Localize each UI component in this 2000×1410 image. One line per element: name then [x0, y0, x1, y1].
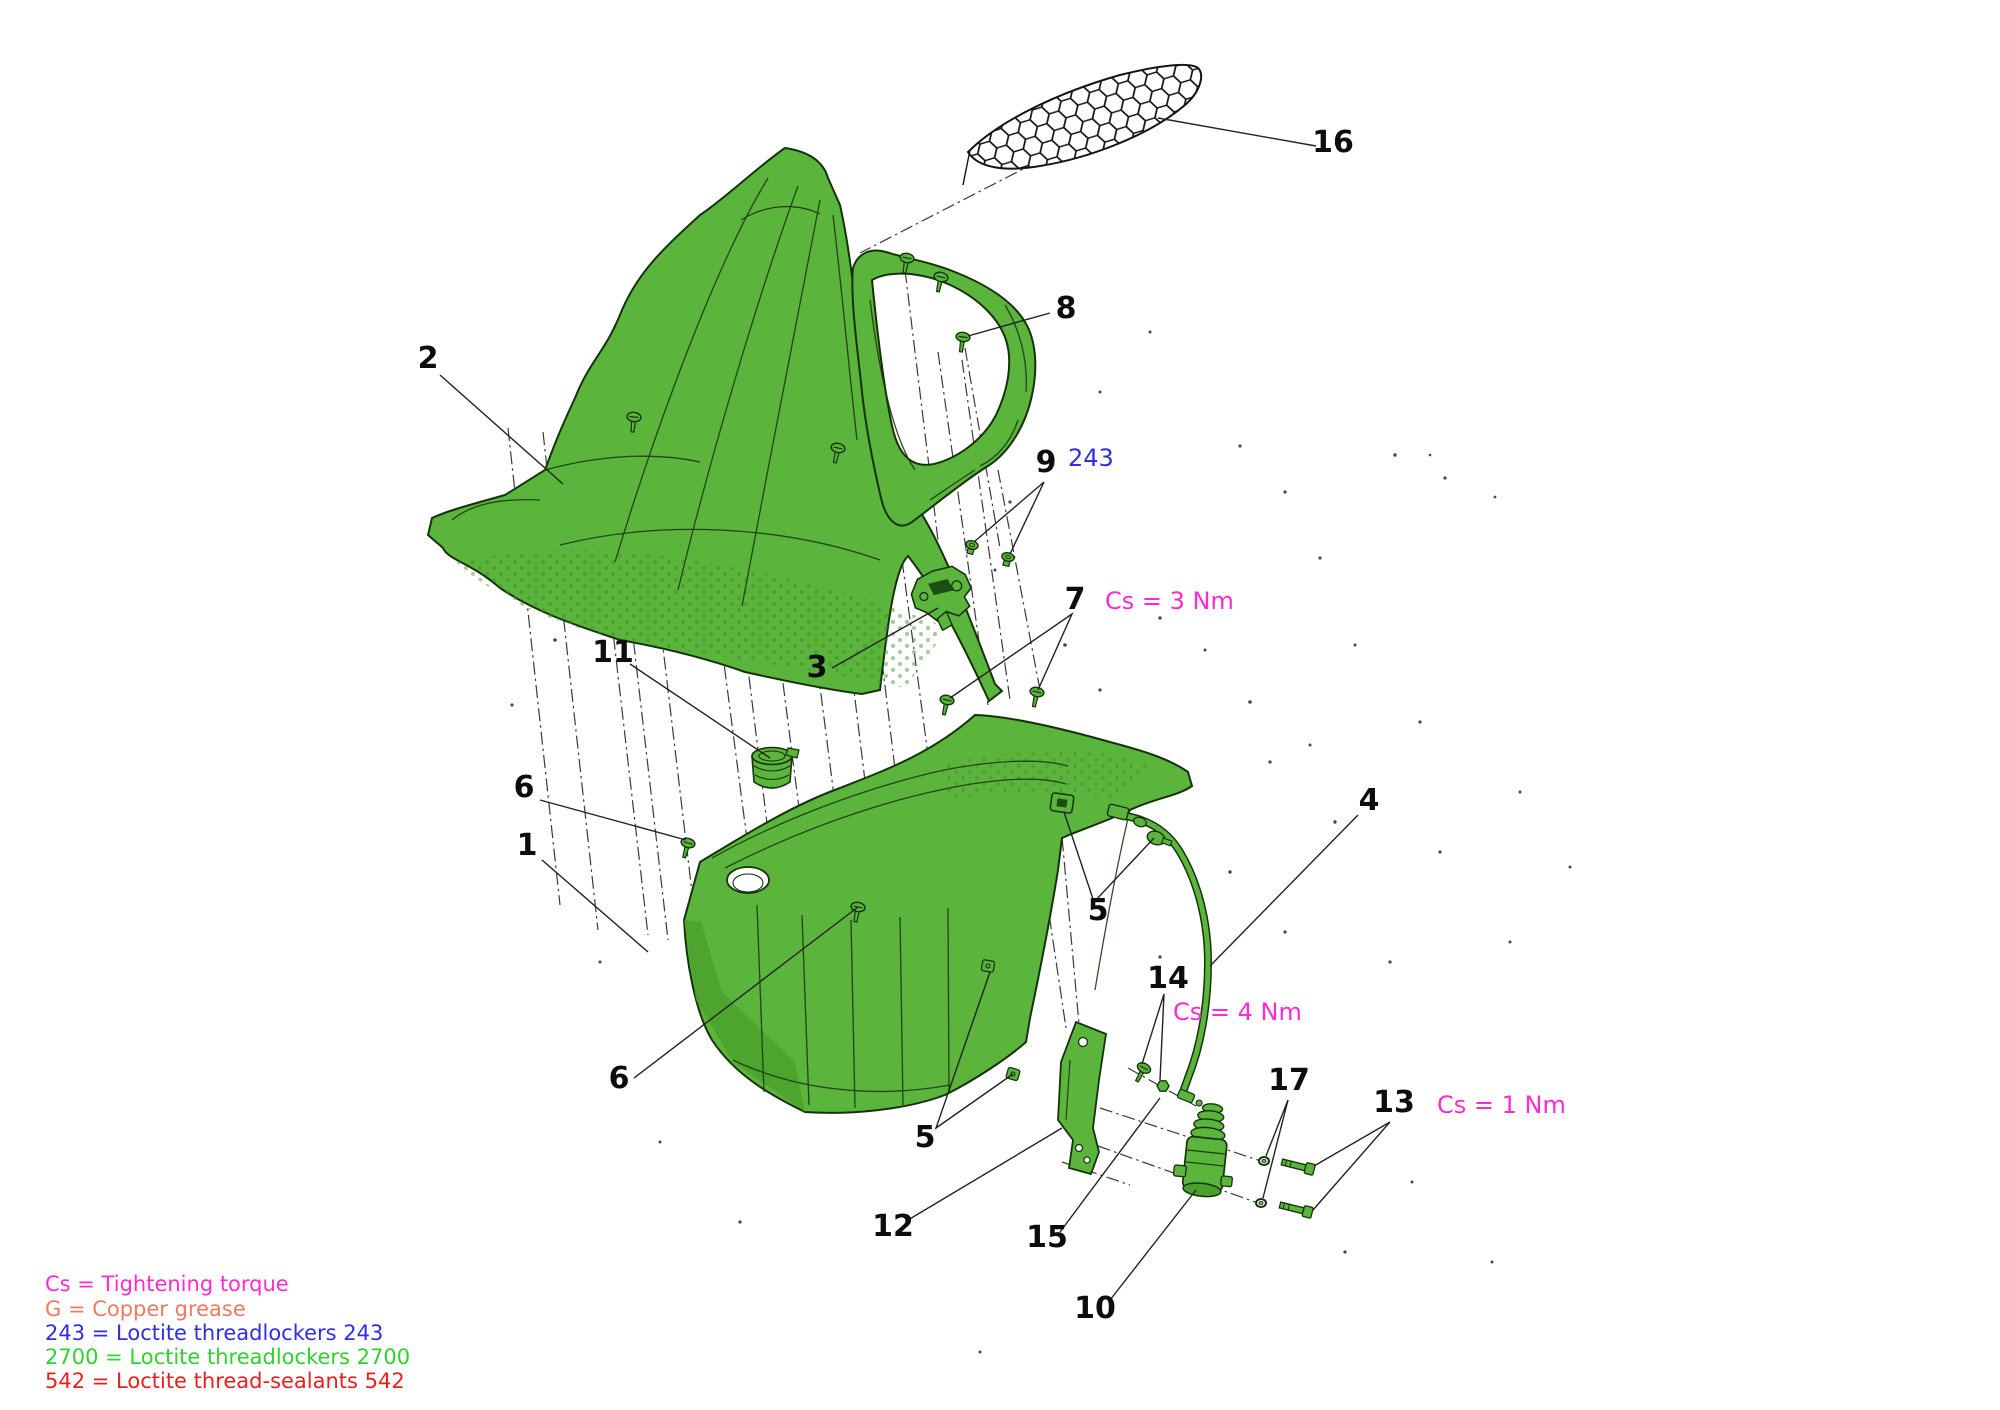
leader-lines: [439, 117, 1391, 1301]
part-1-hole: [726, 866, 770, 894]
part-2-seat-cowl: [426, 146, 1004, 703]
part-12-bracket: [1057, 1020, 1107, 1176]
part-8-body: [851, 249, 1037, 527]
callout-7: 7: [1065, 582, 1086, 617]
callout-15: 15: [1026, 1220, 1068, 1255]
callout-12: 12: [872, 1209, 914, 1244]
part-3-seat-latch: [910, 565, 973, 632]
part-2-perforations: [455, 550, 948, 688]
annotation-loctite-243: 243: [1068, 444, 1114, 472]
legend-loctite-542: 542 = Loctite thread-sealants 542: [45, 1369, 405, 1393]
callout-10: 10: [1074, 1291, 1116, 1326]
annotation-cs-4nm: Cs = 4 Nm: [1173, 998, 1302, 1026]
callout-6-lower: 6: [609, 1061, 630, 1096]
part-1-detail-lines: [711, 760, 1131, 1109]
cable-nut-14: [1156, 1080, 1170, 1092]
legend-loctite-243: 243 = Loctite threadlockers 243: [45, 1321, 383, 1345]
part-8-inner-frame: [851, 249, 1037, 527]
callout-2: 2: [418, 341, 439, 376]
screw-7b: [1026, 685, 1046, 709]
callout-6-upper: 6: [514, 770, 535, 805]
part-4-cable: [1106, 803, 1213, 1104]
callout-13: 13: [1373, 1085, 1415, 1120]
legend-tightening-torque: Cs = Tightening torque: [45, 1272, 289, 1296]
part-2-panel-lines: [451, 177, 881, 607]
rivet-9b: [999, 550, 1016, 568]
part-1-latch-keeper: [1049, 792, 1075, 814]
cable-fitting-5b: [1146, 830, 1173, 847]
screw-14: [1130, 1059, 1154, 1086]
cable-end-upper: [1106, 803, 1130, 821]
bolt-13a: [1280, 1156, 1317, 1176]
callout-5-lower: 5: [915, 1120, 936, 1155]
callout-8: 8: [1056, 291, 1077, 326]
callout-11: 11: [592, 635, 634, 670]
annotation-cs-3nm: Cs = 3 Nm: [1105, 587, 1234, 615]
callout-9: 9: [1036, 445, 1057, 480]
washer-17b: [1255, 1198, 1267, 1208]
part-8-detail-lines: [869, 299, 1027, 501]
legend-loctite-2700: 2700 = Loctite threadlockers 2700: [45, 1345, 410, 1369]
callout-1: 1: [517, 828, 538, 863]
annotations: 243 Cs = 3 Nm Cs = 4 Nm Cs = 1 Nm: [1068, 444, 1566, 1119]
part-1-side-shade: [684, 920, 805, 1112]
cable-adjuster-15: [1176, 1088, 1196, 1104]
bolt-13b: [1278, 1199, 1315, 1219]
callout-labels: 16 8 2 9 7 3 11 6 1 5 4 6 5 14 12 15 17 …: [418, 125, 1415, 1326]
screw-6-upper: [676, 836, 697, 861]
callout-4: 4: [1359, 783, 1380, 818]
legend-copper-grease: G = Copper grease: [45, 1297, 246, 1321]
washer-17a: [1258, 1156, 1270, 1166]
part-11-cap: [751, 746, 800, 789]
callout-5-upper: 5: [1088, 893, 1109, 928]
callout-16: 16: [1312, 125, 1354, 160]
callout-17: 17: [1268, 1063, 1310, 1098]
callout-14: 14: [1147, 961, 1189, 996]
part-16-mesh-net: [962, 63, 1203, 186]
callout-3: 3: [807, 650, 828, 685]
annotation-cs-1nm: Cs = 1 Nm: [1437, 1091, 1566, 1119]
legend: Cs = Tightening torque G = Copper grease…: [45, 1272, 410, 1393]
part-10-cylinder: [1172, 1099, 1233, 1198]
